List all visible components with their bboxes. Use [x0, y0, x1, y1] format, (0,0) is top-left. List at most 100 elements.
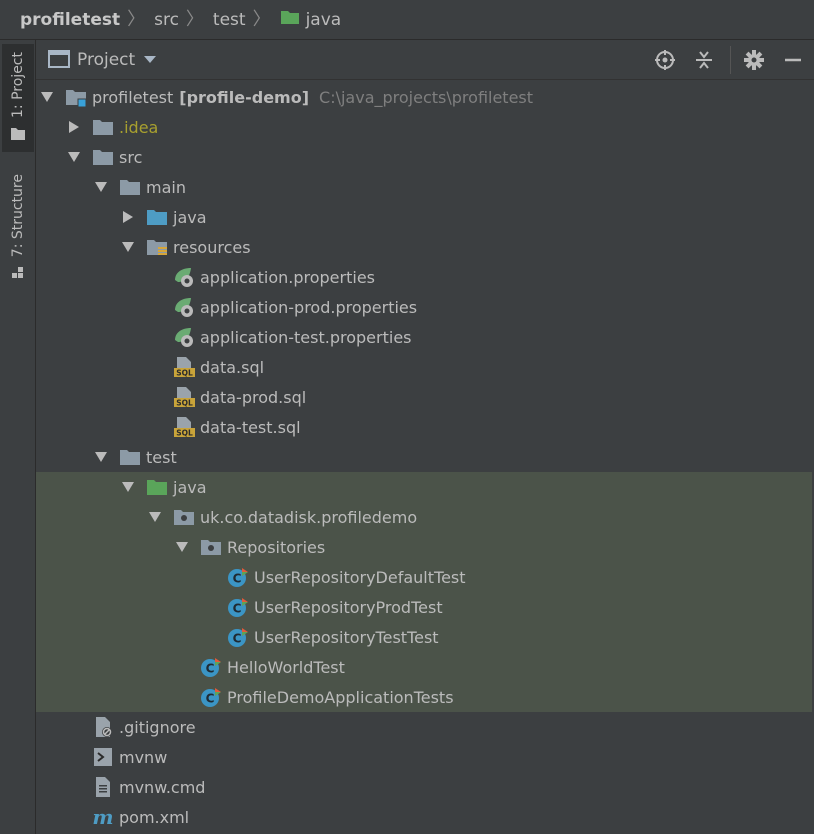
spring-properties-icon [173, 266, 195, 288]
sql-file-icon: SQL [173, 386, 195, 408]
folder-icon [92, 146, 114, 168]
test-java-label: java [173, 477, 207, 497]
tree-node-repo-prod-test[interactable]: C UserRepositoryProdTest [36, 592, 812, 622]
text-file-icon [92, 776, 114, 798]
tree-node-resources[interactable]: resources [36, 232, 812, 262]
tree-node-test-java[interactable]: java [36, 472, 812, 502]
svg-text:C: C [233, 632, 242, 646]
tree-node-src[interactable]: src [36, 142, 812, 172]
tree-node-app-properties[interactable]: application.properties [36, 262, 812, 292]
tree-node-app-test-properties[interactable]: application-test.properties [36, 322, 812, 352]
hello-world-test-label: HelloWorldTest [227, 657, 345, 677]
tree-node-data-sql[interactable]: SQL data.sql [36, 352, 812, 382]
tree-node-pom[interactable]: m pom.xml [36, 802, 812, 832]
root-path: C:\java_projects\profiletest [319, 87, 534, 107]
tree-node-test[interactable]: test [36, 442, 812, 472]
project-panel-header: Project [36, 40, 814, 80]
tree-node-root[interactable]: profiletest [profile-demo] C:\java_proje… [36, 82, 812, 112]
tree-node-idea[interactable]: .idea [36, 112, 812, 142]
tree-node-main-java[interactable]: java [36, 202, 812, 232]
repo-test-test-label: UserRepositoryTestTest [254, 627, 439, 647]
collapsed-arrow-icon[interactable] [119, 202, 137, 232]
locate-icon[interactable] [653, 48, 677, 72]
expand-arrow-icon[interactable] [92, 442, 110, 472]
svg-text:C: C [233, 602, 242, 616]
resources-label: resources [173, 237, 251, 257]
mvnw-cmd-label: mvnw.cmd [119, 777, 206, 797]
text-file-icon [92, 716, 114, 738]
breadcrumb-item-test[interactable]: test [212, 9, 246, 30]
app-test-properties-label: application-test.properties [200, 327, 412, 347]
spring-properties-icon [173, 296, 195, 318]
package-icon [200, 536, 222, 558]
expand-arrow-icon[interactable] [146, 502, 164, 532]
root-module: [profile-demo] [179, 87, 310, 107]
breadcrumb-separator: 〉 [127, 8, 146, 30]
breadcrumb-item-profiletest[interactable]: profiletest [20, 9, 121, 30]
data-test-sql-label: data-test.sql [200, 417, 301, 437]
project-view-title[interactable]: Project [77, 50, 136, 70]
package-icon [173, 506, 195, 528]
tree-node-mvnw[interactable]: mvnw [36, 742, 812, 772]
expand-arrow-icon[interactable] [38, 82, 56, 112]
tree-node-gitignore[interactable]: .gitignore [36, 712, 812, 742]
app-properties-label: application.properties [200, 267, 375, 287]
tree-node-hello-world-test[interactable]: C HelloWorldTest [36, 652, 812, 682]
breadcrumb-separator: 〉 [252, 8, 271, 30]
tree-node-package[interactable]: uk.co.datadisk.profiledemo [36, 502, 812, 532]
root-name: profiletest [92, 87, 174, 107]
repositories-label: Repositories [227, 537, 326, 557]
breadcrumb-label-java: java [305, 9, 342, 30]
breadcrumb-item-java[interactable]: java [280, 9, 342, 30]
package-label: uk.co.datadisk.profiledemo [200, 507, 418, 527]
mvnw-label: mvnw [119, 747, 168, 767]
svg-text:m: m [92, 806, 113, 828]
svg-text:C: C [206, 692, 215, 706]
maven-icon: m [92, 806, 114, 828]
minimize-icon[interactable] [781, 48, 805, 72]
sql-file-icon: SQL [173, 356, 195, 378]
folder-icon [10, 126, 26, 145]
tree-node-data-test-sql[interactable]: SQL data-test.sql [36, 412, 812, 442]
folder-icon [92, 116, 114, 138]
test-class-icon: C [227, 596, 249, 618]
expand-arrow-icon[interactable] [119, 472, 137, 502]
svg-text:SQL: SQL [176, 429, 193, 438]
collapsed-arrow-icon[interactable] [65, 112, 83, 142]
svg-text:C: C [206, 662, 215, 676]
shell-script-icon [92, 746, 114, 768]
breadcrumb-item-src[interactable]: src [154, 9, 179, 30]
structure-tab-label: 7: Structure [10, 174, 26, 258]
structure-tool-tab[interactable]: 7: Structure [2, 170, 34, 280]
tree-node-mvnw-cmd[interactable]: mvnw.cmd [36, 772, 812, 802]
collapse-all-icon[interactable] [692, 48, 716, 72]
svg-text:SQL: SQL [176, 399, 193, 408]
app-prod-properties-label: application-prod.properties [200, 297, 418, 317]
expand-arrow-icon[interactable] [65, 142, 83, 172]
breadcrumb-separator: 〉 [185, 8, 204, 30]
gitignore-label: .gitignore [119, 717, 196, 737]
profile-demo-tests-label: ProfileDemoApplicationTests [227, 687, 454, 707]
svg-text:SQL: SQL [176, 369, 193, 378]
expand-arrow-icon[interactable] [92, 172, 110, 202]
tree-node-data-prod-sql[interactable]: SQL data-prod.sql [36, 382, 812, 412]
gear-icon[interactable] [742, 48, 766, 72]
tree-node-repositories[interactable]: Repositories [36, 532, 812, 562]
expand-arrow-icon[interactable] [173, 532, 191, 562]
tree-node-profile-demo-tests[interactable]: C ProfileDemoApplicationTests [36, 682, 812, 712]
project-tool-tab[interactable]: 1: Project [2, 44, 34, 152]
structure-icon [11, 265, 25, 284]
expand-arrow-icon[interactable] [119, 232, 137, 262]
tree-node-repo-default-test[interactable]: C UserRepositoryDefaultTest [36, 562, 812, 592]
test-class-icon: C [200, 686, 222, 708]
svg-text:C: C [233, 572, 242, 586]
repo-prod-test-label: UserRepositoryProdTest [254, 597, 443, 617]
tree-node-repo-test-test[interactable]: C UserRepositoryTestTest [36, 622, 812, 652]
idea-label: .idea [119, 117, 159, 137]
tree-node-main[interactable]: main [36, 172, 812, 202]
pom-label: pom.xml [119, 807, 190, 827]
chevron-down-icon[interactable] [144, 56, 156, 63]
tree-node-app-prod-properties[interactable]: application-prod.properties [36, 292, 812, 322]
project-tab-label: 1: Project [10, 52, 26, 118]
repo-default-test-label: UserRepositoryDefaultTest [254, 567, 466, 587]
